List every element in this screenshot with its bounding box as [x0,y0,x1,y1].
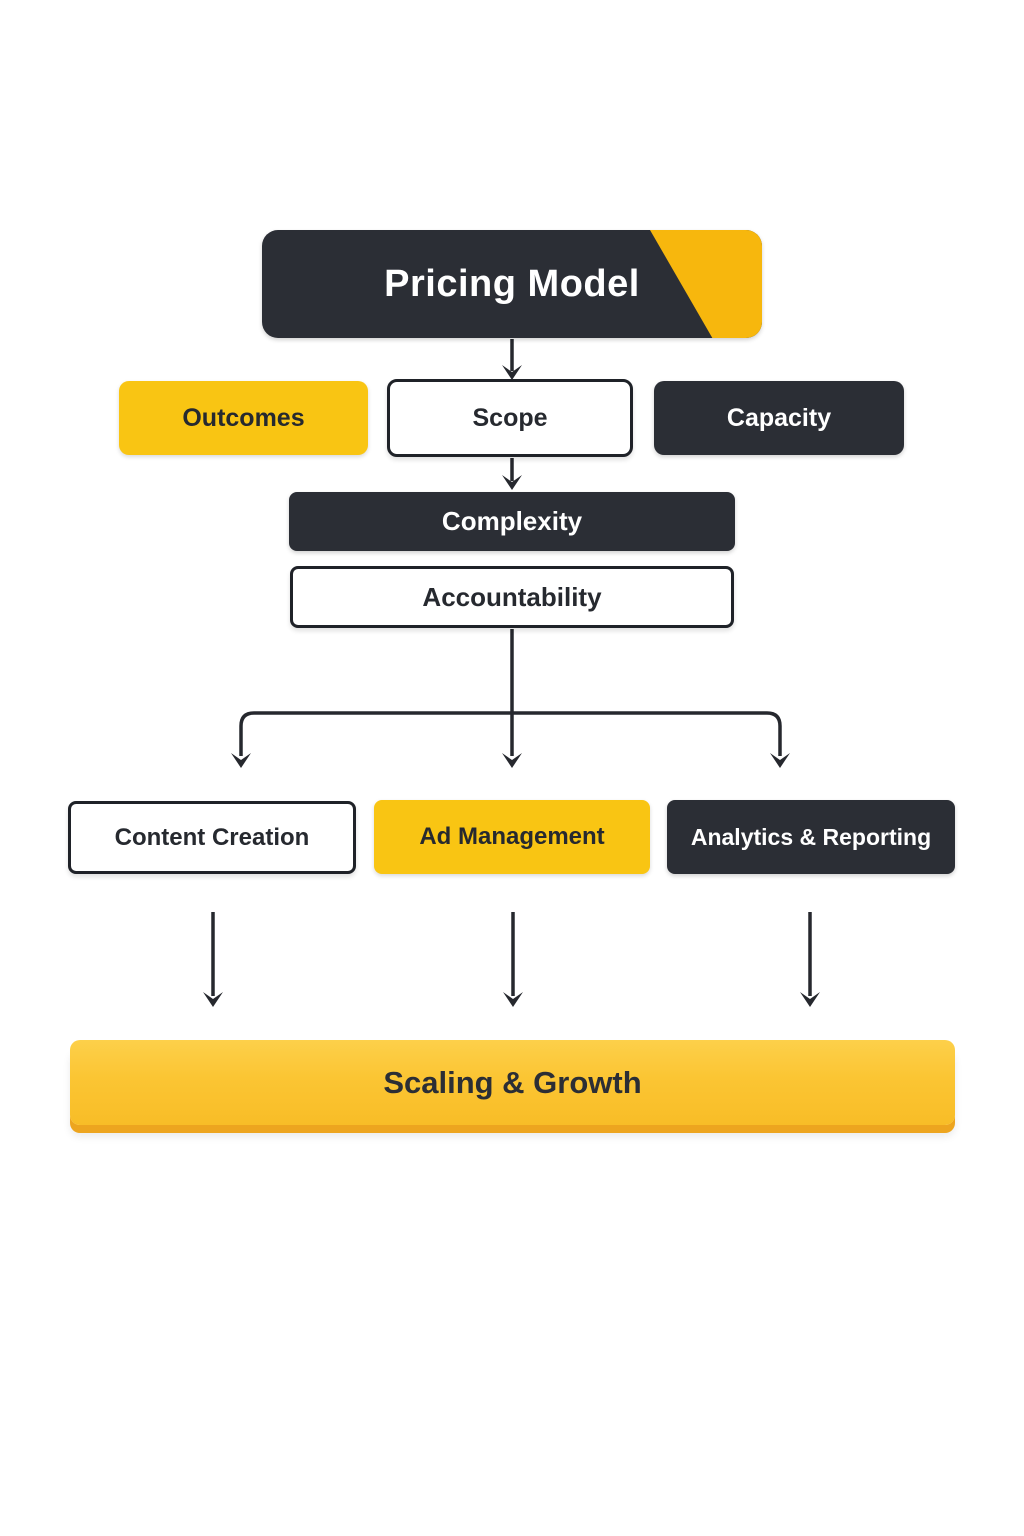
arrowhead [502,365,522,380]
arrowhead [231,753,251,768]
node-pricing-model-label: Pricing Model [384,262,640,305]
node-scope: Scope [387,379,633,457]
arrowhead [503,992,523,1007]
node-capacity: Capacity [654,381,904,455]
node-outcomes: Outcomes [119,381,368,455]
arrowhead [502,475,522,490]
arrowhead [800,992,820,1007]
node-outcomes-label: Outcomes [182,403,305,432]
node-scaling-growth-label: Scaling & Growth [383,1064,642,1100]
node-analytics-reporting: Analytics & Reporting [667,800,955,874]
node-complexity-label: Complexity [441,506,583,536]
node-content-creation-label: Content Creation [114,823,310,851]
node-accountability-label: Accountability [422,581,602,612]
arrowhead [203,992,223,1007]
node-capacity-label: Capacity [726,403,832,432]
node-ad-management-label: Ad Management [419,823,605,850]
node-ad-management: Ad Management [374,800,650,874]
node-scope-label: Scope [472,403,548,432]
edge-branch-rail [239,711,782,756]
node-scaling-growth: Scaling & Growth [70,1040,955,1125]
node-accountability: Accountability [290,566,734,628]
arrowhead [502,753,522,768]
node-content-creation: Content Creation [68,801,356,874]
arrowhead [770,753,790,768]
node-analytics-reporting-label: Analytics & Reporting [690,823,932,850]
node-pricing-model: Pricing Model [262,230,762,338]
node-complexity: Complexity [289,492,735,551]
yellow-corner-accent [650,230,762,338]
